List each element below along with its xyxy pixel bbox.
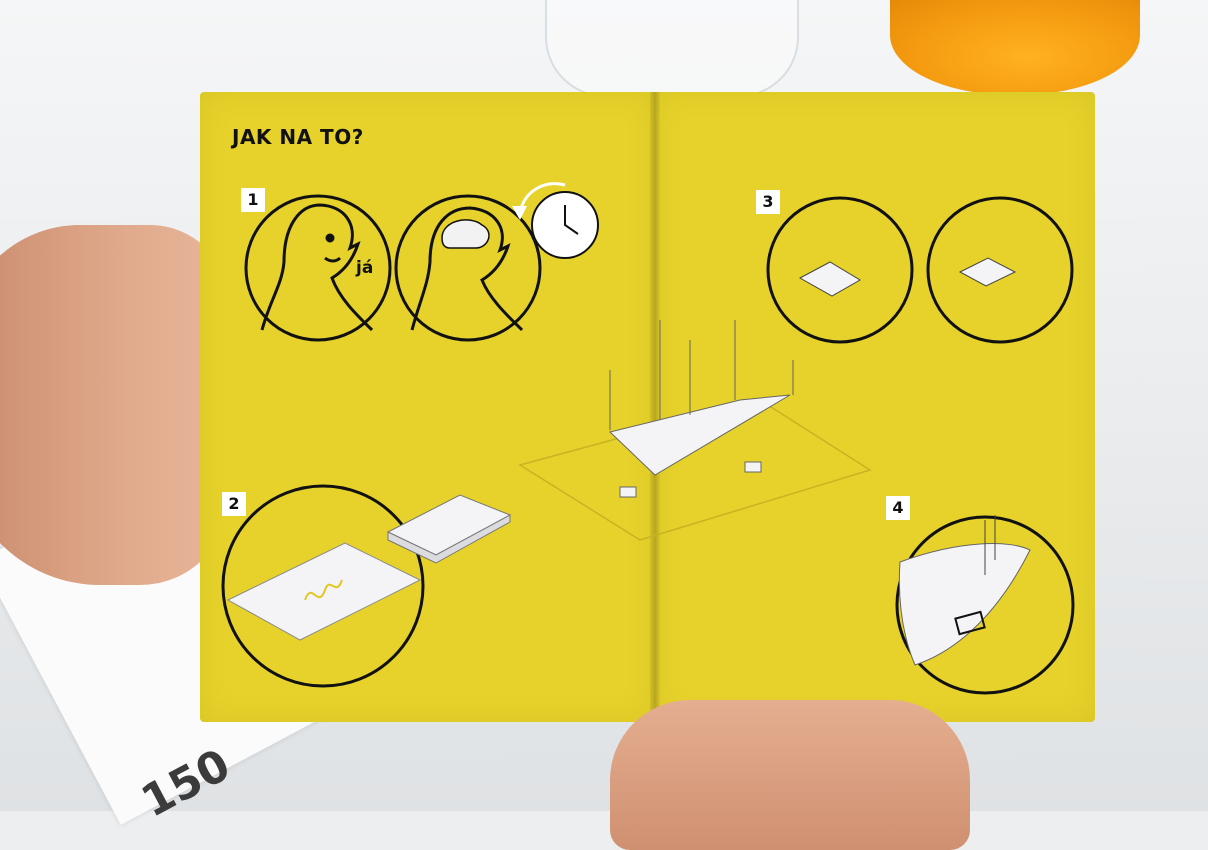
clock-icon bbox=[532, 192, 598, 258]
center-illustration bbox=[520, 320, 870, 540]
page-title: JAK NA TO? bbox=[232, 125, 364, 149]
step-number-4: 4 bbox=[886, 496, 910, 520]
step3-illustration bbox=[768, 198, 1072, 342]
step2-illustration bbox=[223, 486, 423, 686]
step4-illustration bbox=[897, 515, 1073, 693]
photo-scene: 150 bbox=[0, 0, 1208, 811]
brain-icon bbox=[396, 196, 540, 340]
step-number-1: 1 bbox=[241, 188, 265, 212]
step-number-3: 3 bbox=[756, 190, 780, 214]
step1-label: já bbox=[356, 258, 373, 278]
instruction-illustrations bbox=[0, 0, 1208, 811]
step-number-2: 2 bbox=[222, 492, 246, 516]
